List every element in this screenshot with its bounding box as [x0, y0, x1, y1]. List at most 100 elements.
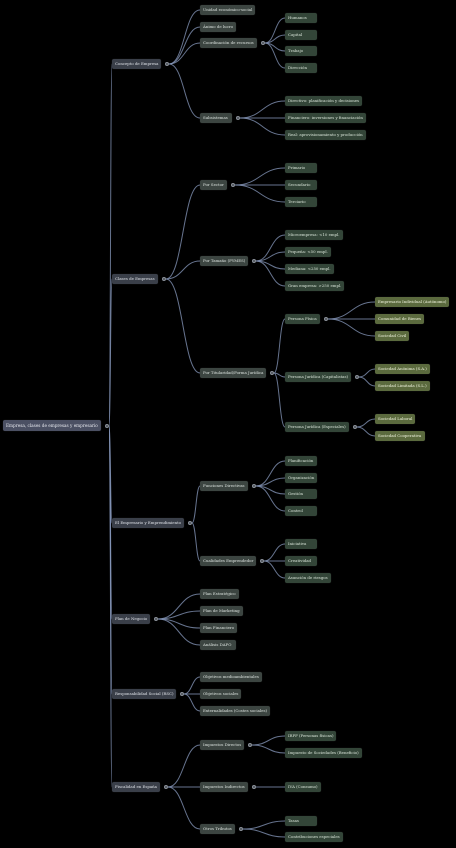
mindmap-node-l3-pequena-50-empl[interactable]: Pequeña: <50 empl.	[285, 247, 331, 257]
mindmap-connector	[239, 117, 286, 136]
mindmap-connector	[183, 693, 201, 712]
collapse-toggle-icon[interactable]	[164, 785, 168, 789]
mindmap-connector	[273, 372, 286, 428]
collapse-toggle-icon[interactable]	[180, 692, 184, 696]
mindmap-node-l3-iva-consumo[interactable]: IVA (Consumo)	[285, 782, 321, 792]
mindmap-connector	[183, 676, 201, 695]
mindmap-node-l4-sociedad-civil[interactable]: Sociedad Civil	[375, 331, 410, 341]
mindmap-node-l2-objetivos-sociales[interactable]: Objetivos sociales	[200, 689, 242, 699]
collapse-toggle-icon[interactable]	[162, 277, 166, 281]
mindmap-node-l3-terciario[interactable]: Terciario	[285, 197, 317, 207]
collapse-toggle-icon[interactable]	[353, 425, 357, 429]
mindmap-node-l1-concepto-de-empresa[interactable]: Concepto de Empresa	[112, 59, 162, 69]
mindmap-node-l4-empresario-individual-autonomo[interactable]: Empresario Individual (Autónomo)	[375, 297, 450, 307]
mindmap-node-l3-capital[interactable]: Capital	[285, 30, 317, 40]
mindmap-node-l2-impuestos-indirectos[interactable]: Impuestos Indirectos	[200, 782, 248, 792]
mindmap-node-l3-gran-empresa-250-empl[interactable]: Gran empresa: >250 empl.	[285, 281, 345, 291]
collapse-toggle-icon[interactable]	[105, 423, 109, 428]
collapse-toggle-icon[interactable]	[239, 827, 243, 831]
mindmap-node-l3-directivo-planificacion-y-decisiones[interactable]: Directivo: planificación y decisiones	[285, 96, 363, 106]
mindmap-node-l3-gestion[interactable]: Gestión	[285, 489, 317, 499]
mindmap-connector	[263, 543, 286, 562]
collapse-toggle-icon[interactable]	[261, 41, 265, 45]
mindmap-node-l3-primario[interactable]: Primario	[285, 163, 317, 173]
mindmap-connector	[157, 618, 201, 646]
mindmap-node-l2-objetivos-medioambientales[interactable]: Objetivos medioambientales	[200, 672, 262, 682]
collapse-toggle-icon[interactable]	[248, 743, 252, 747]
collapse-toggle-icon[interactable]	[154, 617, 158, 621]
mindmap-node-l1-clases-de-empresas[interactable]: Clases de Empresas	[112, 274, 158, 284]
mindmap-node-l2-externalidades-costes-sociales[interactable]: Externalidades (Costes sociales)	[200, 706, 270, 716]
mindmap-node-l2-por-tamano-pymes[interactable]: Por Tamaño (PYMES)	[200, 256, 249, 266]
mindmap-node-l3-tasas[interactable]: Tasas	[285, 816, 317, 826]
mindmap-node-l1-fiscalidad-en-espana[interactable]: Fiscalidad en España	[112, 782, 160, 792]
mindmap-node-l3-persona-fisica[interactable]: Persona Física	[285, 314, 320, 324]
mindmap-node-l1-el-empresario-y-emprendimiento[interactable]: El Empresario y Emprendimiento	[112, 518, 185, 528]
mindmap-node-l3-contribuciones-especiales[interactable]: Contribuciones especiales	[285, 832, 343, 842]
collapse-toggle-icon[interactable]	[252, 259, 256, 263]
mindmap-node-l3-impuesto-de-sociedades-beneficio[interactable]: Impuesto de Sociedades (Beneficio)	[285, 748, 362, 758]
mindmap-node-l2-analisis-dafo[interactable]: Análisis DAFO	[200, 640, 236, 650]
mindmap-node-l3-humanos[interactable]: Humanos	[285, 13, 317, 23]
mindmap-node-l3-direccion[interactable]: Dirección	[285, 63, 317, 73]
mindmap-node-l4-sociedad-laboral[interactable]: Sociedad Laboral	[375, 414, 416, 424]
collapse-toggle-icon[interactable]	[252, 785, 256, 789]
collapse-toggle-icon[interactable]	[355, 375, 359, 379]
mindmap-node-l1-responsabilidad-social-rsc[interactable]: Responsabilidad Social (RSC)	[112, 689, 177, 699]
mindmap-connector	[327, 301, 376, 320]
mindmap-node-l2-plan-estrategico[interactable]: Plan Estratégico	[200, 589, 239, 599]
mindmap-connector	[191, 522, 201, 562]
mindmap-node-l3-microempresa-10-empl[interactable]: Microempresa: <10 empl.	[285, 230, 343, 240]
mindmap-node-l3-asuncion-de-riesgos[interactable]: Asunción de riesgos	[285, 573, 331, 583]
mindmap-connector	[108, 278, 113, 426]
collapse-toggle-icon[interactable]	[260, 559, 264, 563]
mindmap-node-l3-secundario[interactable]: Secundario	[285, 180, 317, 190]
mindmap-node-l2-plan-financiero[interactable]: Plan Financiero	[200, 623, 238, 633]
collapse-toggle-icon[interactable]	[324, 317, 328, 321]
mindmap-connector	[168, 9, 201, 65]
mindmap-connector	[234, 167, 286, 186]
mindmap-node-l3-persona-juridica-especiales[interactable]: Persona Jurídica (Especiales)	[285, 422, 349, 432]
collapse-toggle-icon[interactable]	[165, 62, 169, 66]
mindmap-node-l3-creatividad[interactable]: Creatividad	[285, 556, 317, 566]
mindmap-node-l4-comunidad-de-bienes[interactable]: Comunidad de Bienes	[375, 314, 425, 324]
mindmap-connector	[273, 318, 286, 374]
mindmap-node-l3-financiero-inversiones-y-financiacion[interactable]: Financiero: inversiones y financiación	[285, 113, 366, 123]
mindmap-node-l2-unidad-economico-social[interactable]: Unidad económico-social	[200, 5, 256, 15]
mindmap-node-l2-impuestos-directos[interactable]: Impuestos Directos	[200, 740, 245, 750]
mindmap-node-l3-iniciativa[interactable]: Iniciativa	[285, 539, 317, 549]
mindmap-node-l4-sociedad-anonima-s-a[interactable]: Sociedad Anónima (S.A.)	[375, 364, 430, 374]
mindmap-node-l2-plan-de-marketing[interactable]: Plan de Marketing	[200, 606, 243, 616]
collapse-toggle-icon[interactable]	[231, 183, 235, 187]
mindmap-node-l2-subsistemas[interactable]: Subsistemas	[200, 113, 232, 123]
mindmap-connector	[358, 376, 376, 387]
mindmap-node-l2-otros-tributos[interactable]: Otros Tributos	[200, 824, 235, 834]
mindmap-node-l2-por-titularidad-forma-juridica[interactable]: Por Titularidad/Forma Jurídica	[200, 368, 267, 378]
mindmap-node-l2-cualidades-emprendedor[interactable]: Cualidades Emprendedor	[200, 556, 257, 566]
mindmap-connector	[263, 560, 286, 579]
mindmap-connector	[165, 278, 201, 374]
collapse-toggle-icon[interactable]	[252, 484, 256, 488]
collapse-toggle-icon[interactable]	[270, 371, 274, 375]
mindmap-node-l1-plan-de-negocio[interactable]: Plan de Negocio	[112, 614, 151, 624]
mindmap-node-l3-persona-juridica-capitalistas[interactable]: Persona Jurídica (Capitalistas)	[285, 372, 351, 382]
collapse-toggle-icon[interactable]	[236, 116, 240, 120]
mindmap-node-l2-animo-de-lucro[interactable]: Ánimo de lucro	[200, 22, 236, 32]
mindmap-node-l4-sociedad-limitada-s-l[interactable]: Sociedad Limitada (S.L.)	[375, 381, 430, 391]
mindmap-node-l3-mediana-250-empl[interactable]: Mediana: <250 empl.	[285, 264, 334, 274]
mindmap-connector	[168, 63, 201, 119]
collapse-toggle-icon[interactable]	[188, 521, 192, 525]
mindmap-node-l3-planificacion[interactable]: Planificación	[285, 456, 317, 466]
mindmap-connector	[255, 485, 286, 512]
mindmap-node-l2-coordinacion-de-recursos[interactable]: Coordinación de recursos	[200, 38, 257, 48]
mindmap-node-l2-por-sector[interactable]: Por Sector	[200, 180, 227, 190]
mindmap-node-l3-real-aprovisionamiento-y-produccion[interactable]: Real: aprovisionamiento y producción	[285, 130, 366, 140]
mindmap-node-l4-sociedad-cooperativa[interactable]: Sociedad Cooperativa	[375, 431, 425, 441]
mindmap-node-l2-funciones-directivas[interactable]: Funciones Directivas	[200, 481, 248, 491]
mindmap-connector	[273, 372, 286, 378]
mindmap-root-node[interactable]: Empresa, clases de empresas y empresario	[3, 420, 101, 431]
mindmap-node-l3-irpf-personas-fisicas[interactable]: IRPF (Personas físicas)	[285, 731, 337, 741]
mindmap-node-l3-control[interactable]: Control	[285, 506, 317, 516]
mindmap-node-l3-organizacion[interactable]: Organización	[285, 473, 318, 483]
mindmap-node-l3-trabajo[interactable]: Trabajo	[285, 46, 317, 56]
